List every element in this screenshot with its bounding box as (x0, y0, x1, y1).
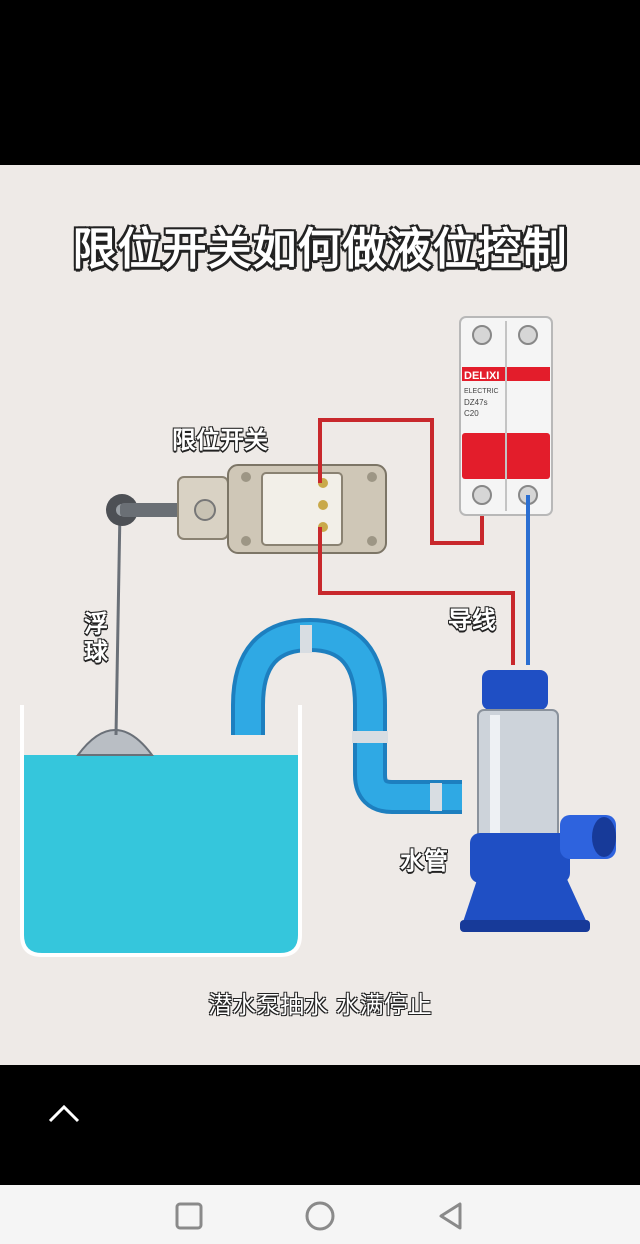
screw (241, 472, 251, 482)
pipe-ring (300, 625, 312, 653)
label-wire: 导线 (448, 606, 496, 634)
media-controls-bar (0, 1065, 640, 1185)
tank-wall (20, 705, 302, 957)
triangle-back-icon[interactable] (434, 1199, 468, 1233)
pump-top (482, 670, 548, 710)
label-float: 浮球 (84, 610, 108, 666)
screw (367, 472, 377, 482)
pipe-ring (430, 783, 442, 811)
pump-volute (470, 833, 570, 883)
system-nav-bar (0, 1185, 640, 1244)
switch-pivot (194, 499, 216, 521)
pump-base (462, 877, 588, 925)
screw (241, 536, 251, 546)
water-pipe (235, 621, 462, 810)
tank-water (24, 755, 298, 953)
chevron-up-icon[interactable] (44, 1095, 84, 1135)
red-wire-bottom (318, 527, 515, 665)
breaker-brand-text: DELIXI (464, 370, 499, 382)
diagram-drawing: DELIXI ELECTRIC DZ47s C20 (20, 316, 616, 957)
terminal-2 (318, 500, 328, 510)
label-water-pipe: 水管 (400, 847, 448, 875)
svg-text:ELECTRIC: ELECTRIC (464, 388, 499, 395)
diagram-caption: 潜水泵抽水 水满停止 (208, 991, 432, 1019)
square-icon[interactable] (172, 1199, 206, 1233)
circle-icon[interactable] (303, 1199, 337, 1233)
label-limit-switch: 限位开关 (172, 426, 268, 454)
pipe-ring (352, 731, 388, 743)
svg-text:C20: C20 (464, 409, 479, 418)
screw (367, 536, 377, 546)
svg-text:DZ47s: DZ47s (464, 398, 488, 407)
top-black-bar (0, 0, 640, 165)
switch-chamber (261, 472, 343, 546)
diagram-title: 限位开关如何做液位控制 (72, 224, 568, 275)
diagram-image: DELIXI ELECTRIC DZ47s C20 限位开关如何做液位控制 限位… (0, 165, 640, 1065)
red-wire-top (318, 418, 484, 545)
lever-arm (120, 503, 190, 517)
float-ball (76, 729, 154, 756)
float-rod (114, 509, 122, 736)
